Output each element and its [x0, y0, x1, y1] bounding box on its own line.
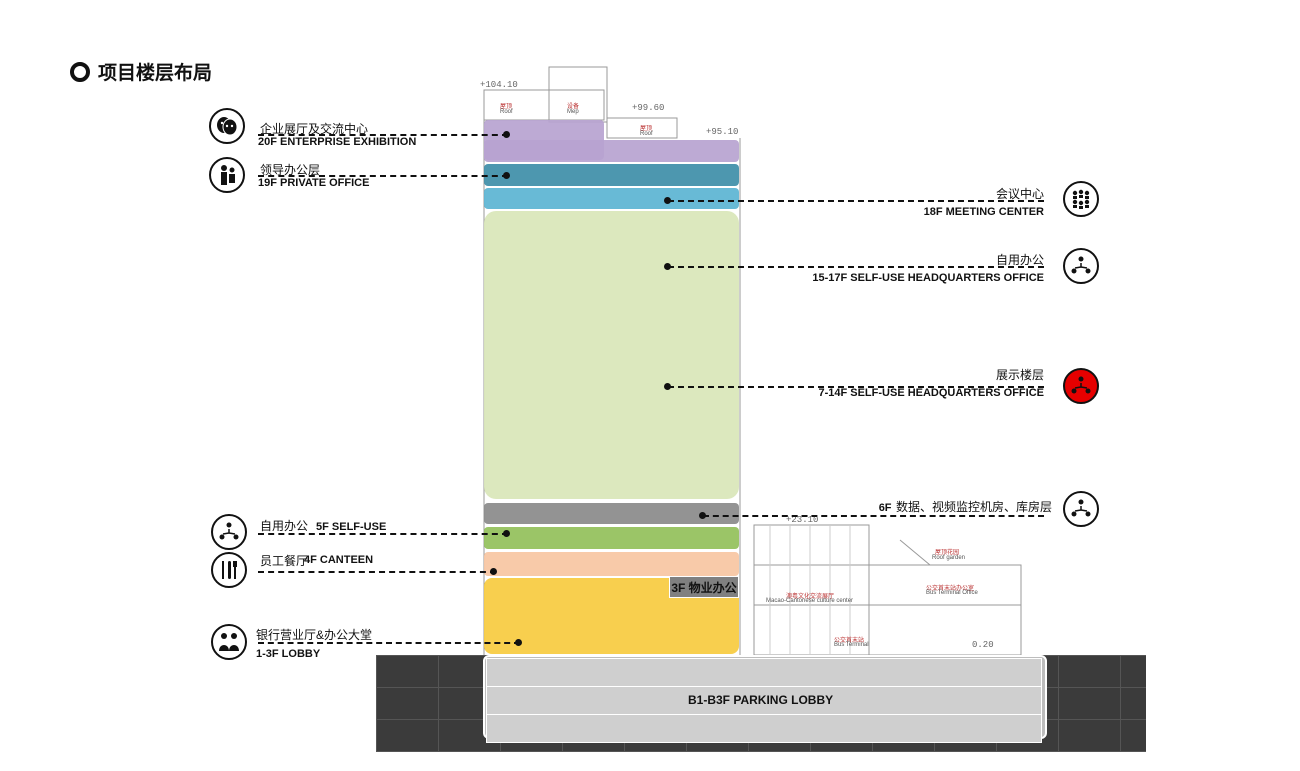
floor-5-band	[484, 527, 739, 549]
floor-7-14-en-label: 7-14F SELF-USE HEADQUARTERS OFFICE	[818, 387, 1044, 399]
floor-18-label: 会议中心 18F MEETING CENTER	[844, 185, 1044, 218]
leader-dot	[515, 639, 522, 646]
leader-line-20f	[258, 134, 508, 136]
leader-dot	[503, 172, 510, 179]
drawing-note: Bus Terminal	[834, 642, 869, 648]
leader-dot	[664, 197, 671, 204]
leader-dot	[664, 383, 671, 390]
floor-15-17-label: 自用办公 15-17F SELF-USE HEADQUARTERS OFFICE	[744, 251, 1044, 284]
elevation-label: +104.10	[480, 80, 518, 90]
parking-level-b1	[486, 658, 1042, 687]
floor-3-tag: 3F 物业办公	[669, 576, 739, 598]
floor-4-en-label: 4F CANTEEN	[304, 554, 374, 566]
floor-20-en-label: 20F ENTERPRISE EXHIBITION	[258, 136, 417, 148]
floor-18-band	[484, 188, 739, 209]
drawing-note: 屋顶	[500, 104, 513, 110]
leader-line-4f	[258, 571, 496, 573]
drawing-note: 澳粤文化交流展厅	[786, 594, 835, 600]
leader-line-1-3f	[258, 642, 520, 644]
drawing-note: Macao-Cantonese culture center	[766, 598, 854, 604]
elevation-label: 0.20	[972, 640, 994, 650]
floor-7-14-label: 展示楼层 7-14F SELF-USE HEADQUARTERS OFFICE	[744, 366, 1044, 399]
leader-dot	[664, 263, 671, 270]
floor-7-17-band	[484, 211, 739, 499]
leader-dot	[503, 530, 510, 537]
reception-people-icon	[211, 624, 247, 660]
leader-presenting-icon	[209, 157, 245, 193]
leader-line-18f	[668, 200, 1044, 202]
team-network-icon-red	[1063, 368, 1099, 404]
cutlery-icon	[211, 552, 247, 588]
elevation-label: +95.10	[706, 127, 739, 137]
floor-5-label: 自用办公 5F SELF-USE	[260, 517, 386, 534]
leader-dot	[503, 131, 510, 138]
ring-bullet-icon	[70, 61, 90, 82]
elevation-label: +23.10	[786, 515, 819, 525]
drawing-note: Bus Terminal Office	[926, 590, 978, 596]
drawing-note: 屋顶	[640, 126, 653, 132]
floor-20-band	[484, 140, 739, 162]
parking-label: B1-B3F PARKING LOBBY	[688, 693, 834, 707]
floor-20-cn-label: 企业展厅及交流中心	[260, 122, 369, 136]
drawing-note: Mep	[567, 109, 579, 115]
leader-line-19f	[258, 175, 508, 177]
theater-masks-icon	[209, 108, 245, 144]
drawing-note: Roof	[640, 131, 653, 137]
floor-6-cn-label: 数据、视频监控机房、库房层	[895, 500, 1052, 514]
floor-4-band	[484, 552, 739, 576]
leader-line-15-17f	[668, 266, 1044, 268]
drawing-note: 公交首末站	[834, 638, 865, 644]
drawing-note: Roof	[500, 109, 513, 115]
team-network-icon	[1063, 491, 1099, 527]
page-title-block: 项目楼层布局	[70, 58, 212, 85]
leader-dot	[699, 512, 706, 519]
floor-5-en-label: 5F SELF-USE	[316, 521, 387, 533]
floor-1-3-en-label: 1-3F LOBBY	[256, 648, 321, 660]
floor-18-cn-label: 会议中心	[995, 187, 1044, 201]
floor-1-3-cn-label: 银行营业厅&办公大堂	[256, 628, 373, 642]
floor-7-14-cn-label: 展示楼层	[995, 368, 1044, 382]
floor-15-17-cn-label: 自用办公	[995, 253, 1044, 267]
leader-line-5f	[258, 533, 508, 535]
floor-6-label: 6F 数据、视频监控机房、库房层	[744, 498, 1052, 516]
parking-level-b3	[486, 714, 1042, 743]
drawing-note: Roof garden	[932, 555, 966, 561]
floor-19-cn-label: 领导办公层	[260, 163, 321, 177]
floor-4-cn-label: 员工餐厅	[260, 554, 309, 568]
leader-line-6f	[703, 515, 1044, 517]
drawing-note: 公交首末站办公室	[926, 586, 975, 592]
team-network-icon	[1063, 248, 1099, 284]
floor-6-band	[484, 503, 739, 524]
floor-18-en-label: 18F MEETING CENTER	[923, 206, 1044, 218]
meeting-group-icon	[1063, 181, 1099, 217]
leader-dot	[490, 568, 497, 575]
elevation-label: +99.60	[632, 103, 665, 113]
leader-line-7-14f	[668, 386, 1044, 388]
floor-15-17-en-label: 15-17F SELF-USE HEADQUARTERS OFFICE	[812, 272, 1044, 284]
floor-19-en-label: 19F PRIVATE OFFICE	[258, 177, 370, 189]
floor-5-cn-label: 自用办公	[260, 519, 309, 533]
team-network-icon	[211, 514, 247, 550]
floor-19-band	[484, 164, 739, 186]
page-title: 项目楼层布局	[98, 63, 213, 84]
drawing-note: 设备	[567, 104, 580, 110]
drawing-note: 屋顶花园	[935, 550, 960, 556]
floor-6-en-label: 6F	[878, 502, 892, 514]
